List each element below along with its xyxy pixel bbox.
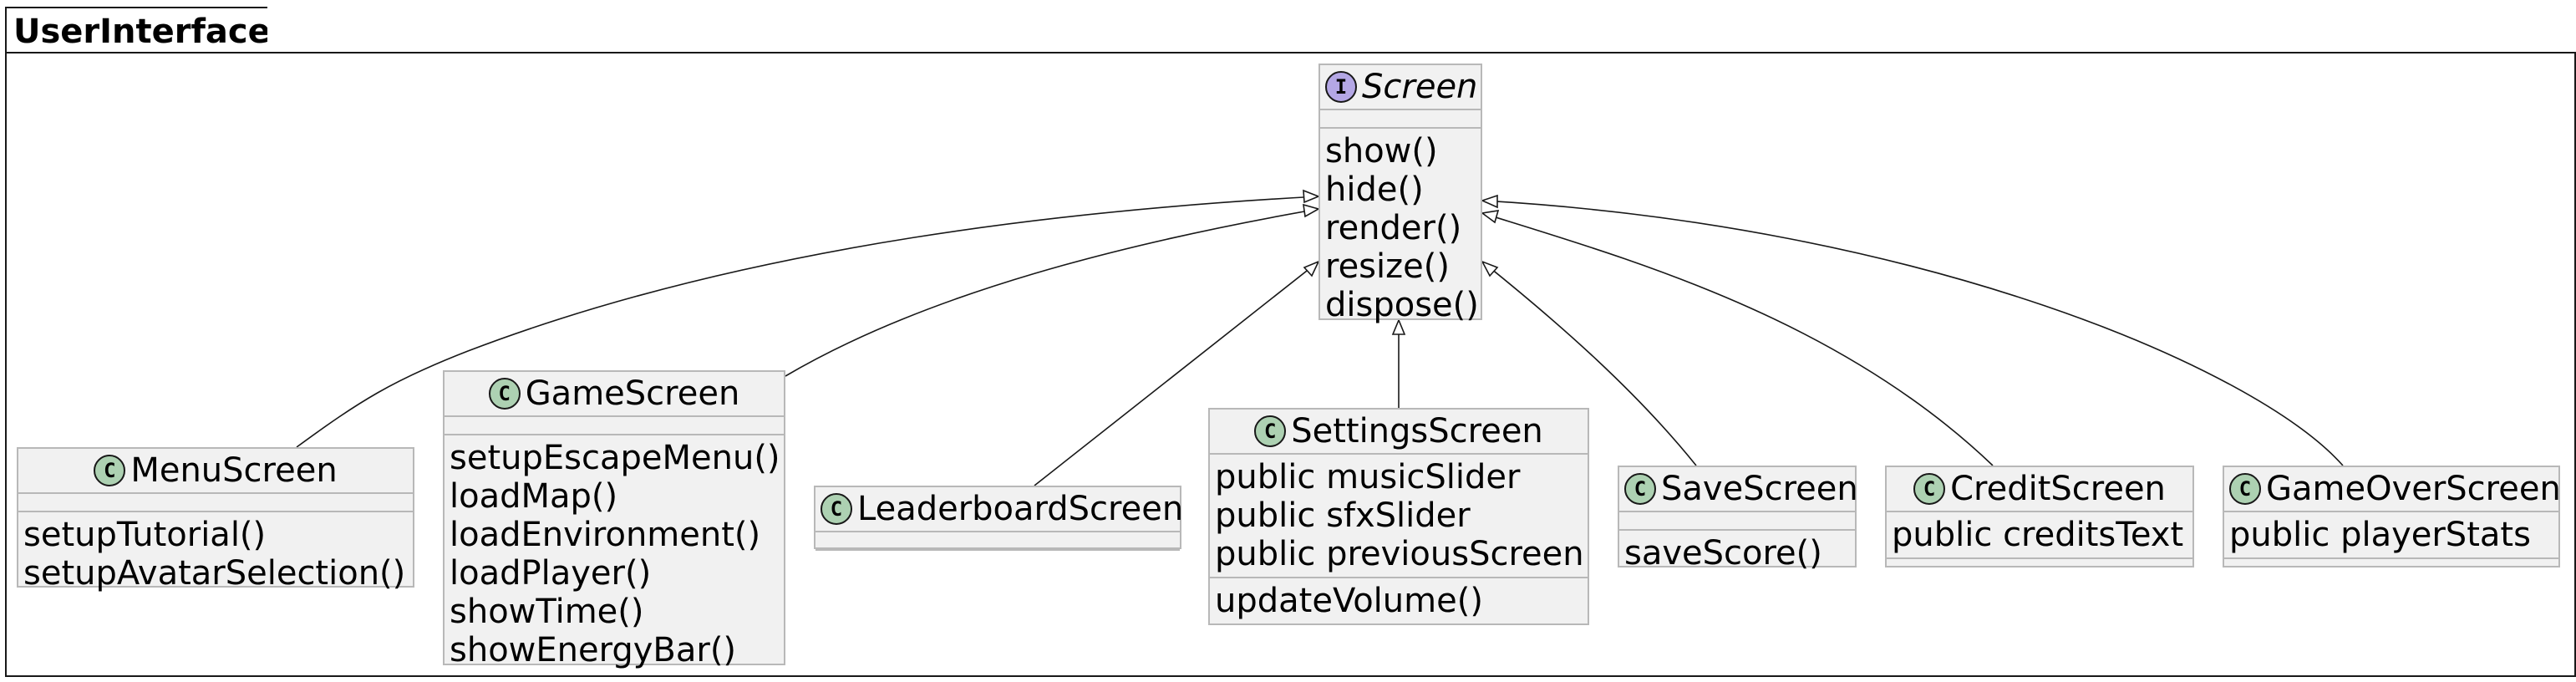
- method: setupEscapeMenu(): [450, 439, 780, 477]
- class-icon: C: [488, 378, 521, 410]
- class-fields: public playerStats: [2224, 512, 2558, 559]
- method: loadMap(): [450, 477, 618, 516]
- package-frame: [5, 52, 2576, 677]
- class-fields: public musicSlider public sfxSlider publ…: [1210, 455, 1588, 578]
- method: updateVolume(): [1215, 582, 1483, 620]
- class-leaderboard-screen[interactable]: C LeaderboardScreen: [814, 486, 1184, 551]
- edge-leaderboard-screen: [1034, 261, 1319, 486]
- method: showTime(): [450, 593, 644, 631]
- interface-screen[interactable]: I Screen show() hide() render() resize()…: [1318, 64, 1482, 324]
- arrowhead-save: [1481, 260, 1499, 277]
- method: loadPlayer(): [450, 554, 652, 593]
- class-fields: public creditsText: [1887, 512, 2192, 559]
- class-fields: [1619, 512, 1855, 531]
- method: setupAvatarSelection(): [23, 554, 406, 593]
- class-methods: setupEscapeMenu() loadMap() loadEnvironm…: [445, 435, 784, 673]
- edge-save-screen: [1481, 261, 1697, 466]
- field: public sfxSlider: [1215, 496, 1471, 535]
- class-header: C GameOverScreen: [2224, 467, 2561, 512]
- class-title: GameScreen: [525, 374, 740, 413]
- edge-gameover-screen: [1481, 200, 2344, 466]
- edge-game-screen: [785, 208, 1319, 377]
- field: public creditsText: [1892, 516, 2184, 554]
- package-name: UserInterface: [13, 13, 271, 51]
- class-title: CreditScreen: [1950, 470, 2166, 508]
- method: render(): [1325, 209, 1462, 247]
- interface-methods: show() hide() render() resize() dispose(…: [1320, 129, 1481, 328]
- class-settings-screen[interactable]: C SettingsScreen public musicSlider publ…: [1208, 408, 1589, 625]
- class-header: C CreditScreen: [1887, 467, 2192, 512]
- class-methods: setupTutorial() setupAvatarSelection(): [18, 512, 413, 596]
- class-methods: [1887, 559, 2192, 576]
- method: saveScore(): [1624, 534, 1822, 573]
- arrowhead-leaderboard: [1303, 260, 1320, 277]
- class-title: LeaderboardScreen: [857, 490, 1184, 528]
- class-methods: saveScore(): [1619, 531, 1855, 576]
- class-title: GameOverScreen: [2266, 470, 2561, 508]
- arrowhead-credit: [1480, 210, 1500, 224]
- class-title: SaveScreen: [1661, 470, 1858, 508]
- class-header: C LeaderboardScreen: [815, 487, 1184, 532]
- class-fields: [18, 494, 413, 512]
- package-tab: UserInterface: [5, 7, 277, 52]
- class-menu-screen[interactable]: C MenuScreen setupTutorial() setupAvatar…: [17, 447, 414, 593]
- class-header: C MenuScreen: [18, 449, 413, 494]
- class-icon: C: [1624, 473, 1656, 505]
- class-title: SettingsScreen: [1291, 412, 1543, 450]
- field: public previousScreen: [1215, 535, 1584, 573]
- class-game-screen[interactable]: C GameScreen setupEscapeMenu() loadMap()…: [443, 370, 785, 669]
- class-title: MenuScreen: [130, 451, 338, 490]
- method: hide(): [1325, 170, 1424, 209]
- class-icon: C: [1254, 415, 1287, 447]
- interface-icon: I: [1325, 71, 1357, 103]
- class-icon: C: [821, 493, 852, 525]
- class-icon: C: [2229, 473, 2261, 505]
- edge-credit-screen: [1481, 212, 1994, 466]
- class-icon: C: [1913, 473, 1946, 505]
- class-save-screen[interactable]: C SaveScreen saveScore(): [1618, 466, 1858, 573]
- arrowhead-menu: [1303, 189, 1321, 204]
- class-methods: [815, 551, 1180, 567]
- arrowhead-settings: [1391, 318, 1406, 335]
- method: show(): [1325, 132, 1438, 170]
- interface-title: Screen: [1362, 68, 1478, 106]
- class-fields: [445, 417, 784, 435]
- method: showEnergyBar(): [450, 631, 737, 669]
- class-header: C SaveScreen: [1619, 467, 1858, 512]
- interface-fields: [1320, 110, 1481, 129]
- interface-header: I Screen: [1320, 65, 1481, 110]
- method: resize(): [1325, 247, 1450, 286]
- edge-menu-screen: [296, 196, 1319, 448]
- class-fields: [815, 532, 1180, 551]
- field: public musicSlider: [1215, 458, 1521, 496]
- class-methods: updateVolume(): [1210, 578, 1588, 623]
- arrowhead-game: [1303, 203, 1321, 218]
- method: setupTutorial(): [23, 516, 267, 554]
- class-credit-screen[interactable]: C CreditScreen public creditsText: [1885, 466, 2194, 567]
- class-icon: C: [94, 455, 126, 486]
- method: loadEnvironment(): [450, 516, 761, 554]
- class-gameover-screen[interactable]: C GameOverScreen public playerStats: [2223, 466, 2561, 567]
- class-header: C GameScreen: [445, 372, 784, 417]
- class-methods: [2224, 559, 2558, 576]
- arrowhead-gameover: [1480, 194, 1498, 209]
- field: public playerStats: [2229, 516, 2531, 554]
- class-header: C SettingsScreen: [1210, 410, 1588, 455]
- method: dispose(): [1325, 286, 1479, 324]
